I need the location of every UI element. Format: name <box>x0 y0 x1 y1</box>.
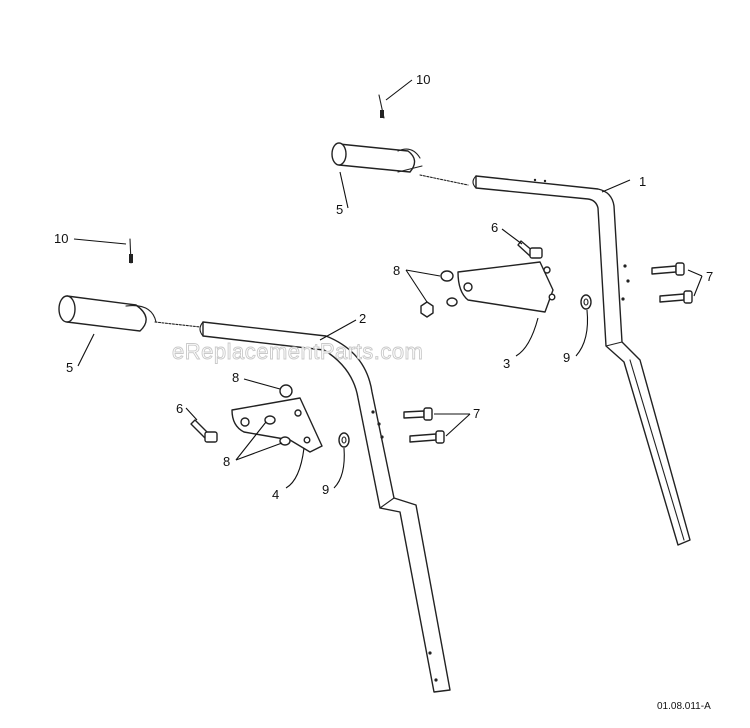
handle-lower-left <box>199 321 451 693</box>
diagram-code: 01.08.011-A <box>657 701 711 712</box>
callout-handle-lower: 2 <box>359 311 366 326</box>
nuts-lower <box>264 384 293 446</box>
callout-grip-upper: 5 <box>336 202 343 217</box>
pin-lower <box>129 238 133 264</box>
screws-upper <box>651 262 693 304</box>
washer-upper <box>580 294 592 310</box>
callout-nut-lower-top: 8 <box>232 370 239 385</box>
callout-washer-lower: 9 <box>322 482 329 497</box>
callout-nuts-upper: 8 <box>393 263 400 278</box>
grip-upper <box>331 142 423 173</box>
bracket-left <box>231 397 323 453</box>
callout-screws-upper: 7 <box>706 269 713 284</box>
grip-lower-wire <box>154 321 201 328</box>
pin-upper <box>378 94 385 119</box>
callout-handle-upper: 1 <box>639 174 646 189</box>
nuts-upper <box>420 270 458 318</box>
callout-screws-lower: 7 <box>473 406 480 421</box>
grip-upper-wire <box>419 174 469 186</box>
callout-bolt-lower: 6 <box>176 401 183 416</box>
screws-lower <box>403 407 445 444</box>
callout-pin-lower: 10 <box>54 231 68 246</box>
callout-nuts-lower: 8 <box>223 454 230 469</box>
washer-lower <box>338 432 350 448</box>
callout-pin-upper: 10 <box>416 72 430 87</box>
grip-lower <box>58 295 157 332</box>
callout-washer-upper: 9 <box>563 350 570 365</box>
callout-grip-lower: 5 <box>66 360 73 375</box>
bolt-upper <box>517 240 543 259</box>
bolt-lower <box>190 419 218 443</box>
callout-labels: 1 2 3 4 5 5 6 6 7 7 8 8 8 9 9 10 10 <box>54 72 713 502</box>
handle-upper-right <box>472 175 691 546</box>
callout-bracket-right: 3 <box>503 356 510 371</box>
callout-bolt-upper: 6 <box>491 220 498 235</box>
bracket-right <box>457 261 556 313</box>
watermark: eReplacementParts.com <box>172 339 423 364</box>
leader-lines <box>73 79 703 489</box>
callout-bracket-left: 4 <box>272 487 279 502</box>
